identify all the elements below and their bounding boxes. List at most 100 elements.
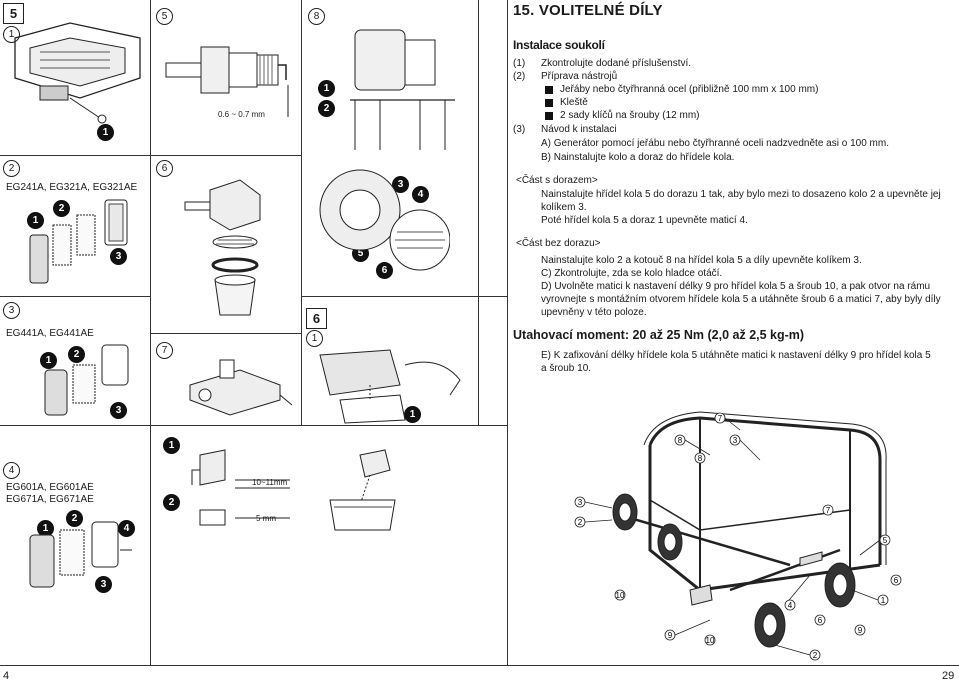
cart-label-5: 5 xyxy=(883,536,888,545)
with-stop-heading: <Část s dorazem> xyxy=(516,175,598,186)
cart-label-2: 2 xyxy=(578,518,583,527)
callout-1b: 1 xyxy=(27,212,44,229)
bullet-2 xyxy=(545,99,553,107)
callout-8: 8 xyxy=(308,8,325,25)
col3-subdivider xyxy=(301,296,507,297)
fuel-tank-filter-illustration xyxy=(191,449,290,526)
step-e-line-2: a šroub 10. xyxy=(541,363,592,374)
callout-5: 5 xyxy=(156,8,173,25)
callout-3d: 3 xyxy=(392,176,409,193)
model-label-b: EG441A, EG441AE xyxy=(6,328,94,339)
dimension-label-1: 10~11mm xyxy=(252,478,288,487)
figure-5-number: 5 xyxy=(3,3,24,24)
callout-1d: 1 xyxy=(318,80,335,97)
mid-subdivider-2 xyxy=(150,333,301,334)
callout-6d: 6 xyxy=(376,262,393,279)
callout-1-top: 1 xyxy=(3,26,20,43)
oil-fill-illustration xyxy=(329,449,396,531)
figure-6-number: 6 xyxy=(306,308,327,329)
item-1-num: (1) xyxy=(513,58,526,69)
air-cleaner-housing-illustration xyxy=(14,22,141,124)
column-divider-3 xyxy=(478,0,479,425)
left-subdivider-1 xyxy=(0,155,150,156)
callout-3c: 3 xyxy=(110,402,127,419)
no-stop-line-2: C) Zkontrolujte, zda se kolo hladce otáč… xyxy=(541,268,723,279)
callout-7: 7 xyxy=(156,342,173,359)
cart-label-8a: 8 xyxy=(678,436,683,445)
model-label-d: EG671A, EG671AE xyxy=(6,494,94,505)
bullet-text-2: Kleště xyxy=(560,97,588,108)
callout-3f: 3 xyxy=(95,576,112,593)
left-subdivider-2 xyxy=(0,296,150,297)
column-divider-2 xyxy=(301,0,302,425)
oil-drain-illustration xyxy=(319,349,461,424)
with-stop-text-2: kolíkem 3. xyxy=(541,202,587,213)
right-page-number: 29 xyxy=(942,670,955,682)
item-3-num: (3) xyxy=(513,124,526,135)
callout-2g: 2 xyxy=(163,494,180,511)
cart-label-9a: 9 xyxy=(668,631,673,640)
model-label-c: EG601A, EG601AE xyxy=(6,482,94,493)
callout-2f: 2 xyxy=(66,510,83,527)
step-b: B) Nainstalujte kolo a doraz do hřídele … xyxy=(541,152,735,163)
cart-label-3b: 3 xyxy=(733,436,738,445)
item-2-text: Příprava nástrojů xyxy=(541,71,618,82)
callout-6-1: 1 xyxy=(306,330,323,347)
no-stop-line-4: vyrovnejte s montážním otvorem hřídele k… xyxy=(541,294,941,305)
model-label-a: EG241A, EG321A, EG321AE xyxy=(6,182,138,193)
torque-spec: Utahovací moment: 20 až 25 Nm (2,0 až 2,… xyxy=(513,328,805,342)
callout-3b: 3 xyxy=(110,248,127,265)
with-stop-text-1: Nainstalujte hřídel kola 5 do dorazu 1 t… xyxy=(541,189,941,200)
no-stop-heading: <Část bez dorazu> xyxy=(516,238,601,249)
dimension-label-2: 5 mm xyxy=(256,514,276,523)
step-a: A) Generátor pomocí jeřábu nebo čtyřhran… xyxy=(541,138,889,149)
fuel-cock-illustration xyxy=(184,179,261,316)
callout-2c: 2 xyxy=(68,346,85,363)
row-divider-1 xyxy=(0,425,507,426)
column-divider-4 xyxy=(150,425,151,665)
page-bottom-rule xyxy=(0,665,959,666)
section-title: 15. VOLITELNÉ DÍLY xyxy=(513,2,663,19)
no-stop-line-3: D) Uvolněte matici k nastavení délky 9 p… xyxy=(541,281,931,292)
callout-2: 2 xyxy=(3,160,20,177)
with-stop-text-3: Poté hřídel kola 5 a doraz 1 upevněte ma… xyxy=(541,215,748,226)
recoil-starter-illustration xyxy=(319,169,450,271)
bullet-3 xyxy=(545,112,553,120)
air-filter-parts-illustration-3 xyxy=(29,521,132,588)
no-stop-line-1: Nainstalujte kolo 2 a kotouč 8 na hřídel… xyxy=(541,255,862,266)
mid-subdivider xyxy=(150,155,301,156)
cart-label-1: 1 xyxy=(881,596,886,605)
cart-label-10a: 10 xyxy=(616,591,625,600)
subsection-title: Instalace soukolí xyxy=(513,38,605,52)
column-divider-1 xyxy=(150,0,151,425)
page-divider xyxy=(507,0,508,665)
generator-cart-exploded-diagram: 3 2 8 3 7 5 1 2 9 4 8 10 7 6 6 9 10 xyxy=(574,411,902,661)
cart-label-9b: 9 xyxy=(858,626,863,635)
cart-label-3: 3 xyxy=(578,498,583,507)
cart-label-8b: 8 xyxy=(698,454,703,463)
callout-4d: 4 xyxy=(412,186,429,203)
callout-1c: 1 xyxy=(40,352,57,369)
fuel-valve-bracket-illustration xyxy=(189,359,293,416)
cart-label-6b: 6 xyxy=(894,576,899,585)
no-stop-line-5: upevněny v této poloze. xyxy=(541,307,647,318)
bullet-1 xyxy=(545,86,553,94)
callout-1e: 1 xyxy=(404,406,421,423)
bullet-text-1: Jeřáby nebo čtyřhranná ocel (přibližně 1… xyxy=(560,84,819,95)
cart-label-4: 4 xyxy=(788,601,793,610)
item-2-num: (2) xyxy=(513,71,526,82)
cart-label-10b: 10 xyxy=(706,636,715,645)
callout-6: 6 xyxy=(156,160,173,177)
callout-2b: 2 xyxy=(53,200,70,217)
air-filter-parts-illustration xyxy=(29,199,128,284)
item-3-text: Návod k instalaci xyxy=(541,124,617,135)
callout-2d: 2 xyxy=(318,100,335,117)
carburetor-linkage-illustration xyxy=(350,29,455,150)
cart-label-2b: 2 xyxy=(813,651,818,660)
bullet-text-3: 2 sady klíčů na šrouby (12 mm) xyxy=(560,110,700,121)
spark-plug-illustration xyxy=(165,46,289,117)
callout-3: 3 xyxy=(3,302,20,319)
step-e-line-1: E) K zafixování délky hřídele kola 5 utá… xyxy=(541,350,931,361)
callout-4: 4 xyxy=(3,462,20,479)
cart-label-6a: 6 xyxy=(818,616,823,625)
